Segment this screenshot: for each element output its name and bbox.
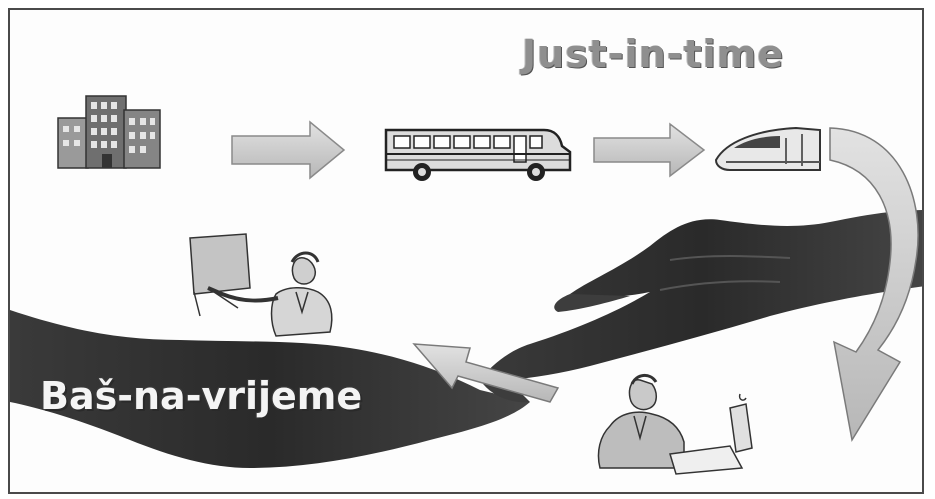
factory-building-icon	[57, 95, 161, 169]
title-just-in-time: Just-in-time	[522, 32, 785, 76]
right-arrow-icon	[231, 120, 346, 180]
diagram-canvas	[10, 95, 922, 475]
handshake-icon	[10, 210, 922, 468]
high-speed-train-icon	[714, 126, 821, 171]
school-bus-icon	[384, 128, 572, 181]
title-bas-na-vrijeme: Baš-na-vrijeme	[40, 374, 363, 418]
curved-down-arrow-icon	[829, 127, 919, 443]
right-arrow-icon	[593, 122, 706, 178]
presenter-icon	[189, 233, 333, 337]
diagram-frame: Just-in-time Baš-na-vrijeme	[8, 8, 924, 494]
diagonal-arrow-icon	[412, 343, 560, 403]
office-worker-icon	[597, 374, 753, 475]
